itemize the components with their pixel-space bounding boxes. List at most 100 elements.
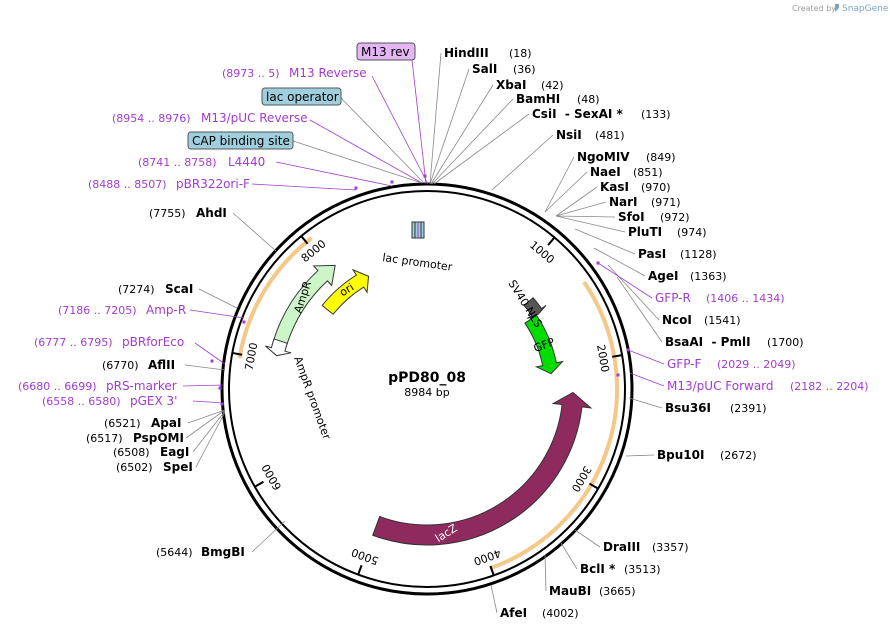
site-bpu10i[interactable]: Bpu10I(2672) [657, 448, 757, 462]
site-scai[interactable]: (7274)ScaI [118, 282, 193, 296]
site-draiii[interactable]: DraIII(3357) [603, 540, 689, 554]
box-lac-operator[interactable]: lac operator [261, 87, 342, 106]
svg-text:L4440: L4440 [228, 155, 265, 169]
site-bcli[interactable]: BclI *(3513) [580, 562, 661, 576]
site-bsaai-pmli[interactable]: BsaAI - PmlI(1700) [665, 335, 804, 349]
site-hindiii[interactable]: HindIII(18) [444, 46, 532, 60]
primer-mark-3 [210, 359, 214, 363]
svg-text:AfeI: AfeI [500, 606, 527, 620]
svg-text:(1128): (1128) [680, 248, 717, 261]
site-apai[interactable]: (6521)ApaI [104, 416, 181, 430]
tick-4000 [489, 565, 495, 576]
leader-scai [198, 288, 238, 309]
primer-pbrforeco[interactable]: (6777 .. 6795)pBRforEco [34, 335, 184, 349]
leader-csii-sexai [433, 113, 530, 185]
primer-pgex-3[interactable]: (6558 .. 6580)pGEX 3' [42, 394, 177, 408]
tick-2000 [612, 354, 623, 358]
leader-pspomi [185, 409, 226, 439]
leader-pbr322ori-f [251, 183, 357, 191]
svg-text:pBRforEco: pBRforEco [122, 335, 184, 349]
svg-text:(8488 .. 8507): (8488 .. 8507) [88, 178, 167, 191]
site-kasi[interactable]: KasI(970) [600, 180, 671, 194]
site-csii-sexai[interactable]: CsiI - SexAI *(133) [532, 107, 671, 121]
plasmid-name: pPD80_08 [388, 370, 466, 386]
plasmid-length: 8984 bp [404, 386, 449, 399]
primer-gfp-r[interactable]: GFP-R(1406 .. 1434) [655, 291, 785, 305]
leader-draiii [574, 529, 601, 548]
site-spei[interactable]: (6502)SpeI [116, 460, 193, 474]
site-afei[interactable]: AfeI(4002) [500, 606, 579, 620]
site-sfoi[interactable]: SfoI(972) [618, 210, 690, 224]
primer-mark-0 [354, 186, 358, 190]
tick-7000 [232, 351, 243, 356]
tick-6000 [254, 480, 264, 488]
svg-text:(6508): (6508) [113, 446, 150, 459]
primer-prs-marker[interactable]: (6680 .. 6699)pRS-marker [18, 379, 177, 393]
box-cap-binding-site[interactable]: CAP binding site [187, 131, 294, 150]
primer-mark-2 [242, 320, 246, 324]
primer-m13-reverse[interactable]: (8973 .. 5)M13 Reverse [222, 66, 367, 80]
svg-text:AhdI: AhdI [196, 206, 227, 220]
primer-m13-puc-reverse[interactable]: (8954 .. 8976)M13/pUC Reverse [112, 111, 308, 125]
site-naei[interactable]: NaeI(851) [590, 165, 663, 179]
backbone-inner [228, 190, 626, 588]
feature-lacz[interactable] [372, 391, 593, 546]
site-pasi[interactable]: PasI(1128) [638, 247, 717, 261]
svg-text:(36): (36) [513, 63, 536, 76]
site-nari[interactable]: NarI(971) [609, 195, 681, 209]
feature-ori[interactable] [321, 268, 370, 315]
primer-m13-puc-forward[interactable]: M13/pUC Forward(2182 .. 2204) [667, 379, 869, 393]
primer-marks [210, 174, 630, 406]
primer-l4440[interactable]: (8741 .. 8758)L4440 [138, 155, 265, 169]
feature-lac-promoter[interactable] [411, 221, 425, 239]
tick-label-5000: 5000 [350, 545, 381, 567]
svg-text:(1363): (1363) [690, 270, 727, 283]
site-bamhi[interactable]: BamHI(48) [516, 92, 600, 106]
primer-mark-5 [220, 402, 224, 406]
leader-amp-r [189, 309, 245, 319]
svg-text:ScaI: ScaI [165, 282, 193, 296]
svg-text:(481): (481) [595, 129, 625, 142]
site-ncoi[interactable]: NcoI(1541) [662, 313, 741, 327]
site-nsii[interactable]: NsiI(481) [556, 128, 625, 142]
leader-m13-puc-reverse [309, 119, 423, 184]
svg-text:(6517): (6517) [86, 432, 123, 445]
site-ahdi[interactable]: (7755)AhdI [149, 206, 227, 220]
feature-gfp[interactable] [524, 314, 564, 375]
leader-apai [187, 409, 226, 424]
svg-text:(48): (48) [577, 93, 600, 106]
primer-pbr322ori-f[interactable]: (8488 .. 8507)pBR322ori-F [88, 177, 250, 191]
site-pluti[interactable]: PluTI(974) [628, 225, 707, 239]
box-m13-rev[interactable]: M13 rev [356, 42, 416, 61]
site-sali[interactable]: SalI(36) [472, 62, 536, 76]
svg-text:SpeI: SpeI [163, 460, 193, 474]
leader-prs-marker [182, 384, 225, 387]
site-pspomi[interactable]: (6517)PspOMI [86, 431, 184, 445]
svg-text:(6680 .. 6699): (6680 .. 6699) [18, 380, 97, 393]
svg-text:NarI: NarI [609, 195, 638, 209]
site-aflii[interactable]: (6770)AflII [102, 358, 175, 372]
site-eagi[interactable]: (6508)EagI [113, 445, 189, 459]
site-maubi[interactable]: MauBI(3665) [549, 584, 636, 598]
svg-text:BsaAI - PmlI: BsaAI - PmlI [665, 335, 751, 349]
svg-text:(849): (849) [646, 151, 676, 164]
svg-text:(6521): (6521) [104, 417, 141, 430]
leader-agei [593, 247, 646, 277]
feature-ampr-promoter[interactable] [265, 338, 292, 357]
feature-sv40-nls[interactable] [523, 296, 547, 319]
feature-ampr[interactable] [273, 264, 336, 345]
site-xbai[interactable]: XbaI(42) [496, 78, 564, 92]
site-bsu36i[interactable]: Bsu36I(2391) [665, 401, 767, 415]
primer-amp-r[interactable]: (7186 .. 7205)Amp-R [58, 303, 186, 317]
svg-text:NcoI: NcoI [662, 313, 692, 327]
svg-text:(3357): (3357) [652, 541, 689, 554]
svg-text:(2029 .. 2049): (2029 .. 2049) [717, 358, 796, 371]
leader-gfp-f [627, 349, 665, 365]
primer-gfp-f[interactable]: GFP-F(2029 .. 2049) [667, 357, 796, 371]
site-agei[interactable]: AgeI(1363) [648, 269, 727, 283]
svg-text:GFP-R: GFP-R [655, 291, 691, 305]
site-ngomiv[interactable]: NgoMIV(849) [577, 150, 676, 164]
svg-text:SfoI: SfoI [618, 210, 645, 224]
site-bmgbi[interactable]: (5644)BmgBI [156, 545, 245, 559]
svg-text:MauBI: MauBI [549, 584, 591, 598]
